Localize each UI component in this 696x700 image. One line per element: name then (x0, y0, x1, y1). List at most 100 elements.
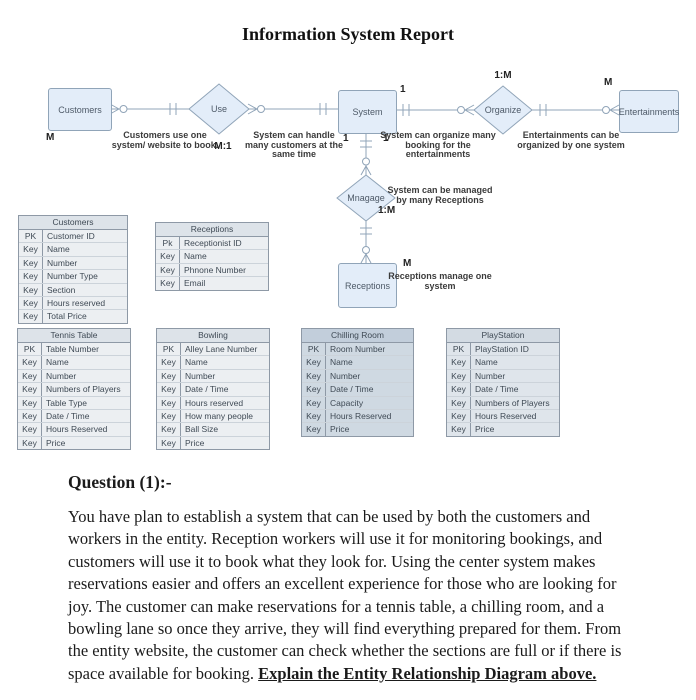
key-type-cell: Key (302, 356, 326, 369)
key-type-cell: Key (18, 409, 42, 423)
note-receptions: Receptions manage one system (388, 271, 492, 291)
attribute-name-cell: Table Number (46, 344, 99, 354)
note-system: System can handle many customers at the … (244, 130, 344, 160)
attribute-name-cell: Name (330, 357, 353, 368)
cardinality-system-one-left: 1 (343, 133, 349, 144)
attribute-name-cell: Name (184, 251, 207, 262)
key-type-cell: Key (302, 409, 326, 423)
key-type-cell: PK (302, 343, 326, 356)
attribute-name-cell: Hours reserved (185, 397, 244, 408)
note-entertainments: Entertainments can be organized by one s… (517, 130, 625, 150)
entity-entertainments: Entertainments (619, 90, 679, 133)
key-type-cell: Key (156, 263, 180, 277)
question-body: You have plan to establish a system that… (68, 506, 635, 685)
cardinality-customers-m: M (46, 132, 55, 143)
cardinality-organize-ratio: 1:M (494, 70, 512, 81)
key-type-cell: Key (157, 423, 181, 436)
key-type-cell: Key (156, 250, 180, 263)
cardinality-manage-ratio: 1:M (378, 205, 396, 216)
attribute-name-cell: Email (184, 278, 206, 289)
key-type-cell: Key (157, 436, 181, 450)
table-row: PK Room Number (302, 343, 413, 357)
key-type-cell: Key (302, 423, 326, 436)
table-title: Receptions (156, 223, 268, 237)
attribute-name-cell: Total Price (47, 311, 87, 322)
table-row: Key Name (19, 243, 127, 257)
relationship-label-manage: Mnagage (347, 193, 385, 203)
attribute-name-cell: Name (47, 244, 70, 255)
key-type-cell: Key (18, 423, 42, 436)
attribute-name-cell: Phnone Number (184, 264, 246, 275)
key-type-cell: Key (447, 356, 471, 369)
key-type-cell: Key (157, 369, 181, 383)
entity-receptions: Receptions (338, 263, 397, 308)
entity-label: Customers (58, 104, 102, 115)
table-title: PlayStation (447, 329, 559, 343)
table-row: Key Date / Time (157, 383, 269, 397)
attribute-name-cell: Date / Time (185, 384, 229, 395)
key-type-cell: Key (447, 423, 471, 436)
key-type-cell: Key (18, 396, 42, 409)
key-type-cell: Key (447, 369, 471, 383)
key-type-cell: Key (18, 369, 42, 383)
attribute-name-cell: Number Type (47, 271, 98, 282)
key-type-cell: Key (156, 277, 180, 290)
attribute-name-cell: Name (46, 357, 69, 368)
cardinality-entertainments-m: M (604, 77, 613, 88)
attribute-name-cell: Number (47, 257, 78, 268)
attribute-name-cell: Numbers of Players (475, 397, 550, 408)
key-type-cell: Key (447, 409, 471, 423)
key-type-cell: PK (19, 230, 43, 243)
attribute-name-cell: Customer ID (47, 231, 95, 241)
table-row: Key Price (447, 423, 559, 436)
key-type-cell: Key (19, 270, 43, 283)
key-type-cell: Key (19, 243, 43, 256)
key-type-cell: Key (157, 383, 181, 396)
table-title: Customers (19, 216, 127, 230)
crow-foot-receptions (360, 253, 372, 264)
question-heading: Question (1):- (68, 472, 172, 492)
note-organize: System can organize many booking for the… (380, 130, 496, 160)
table-row: Key Numbers of Players (447, 396, 559, 410)
relationship-label-organize: Organize (484, 105, 522, 115)
entity-label: System (352, 107, 383, 117)
table-row: Key Numbers of Players (18, 383, 130, 397)
crow-foot-entertainments (609, 104, 620, 116)
table-row: Key Email (156, 277, 268, 290)
entity-system: System (338, 90, 397, 134)
crow-foot-organize (464, 104, 475, 116)
table-title: Tennis Table (18, 329, 130, 343)
attribute-name-cell: Numbers of Players (46, 384, 121, 395)
key-type-cell: PK (157, 343, 181, 356)
key-type-cell: Key (18, 383, 42, 396)
attribute-name-cell: Table Type (46, 397, 87, 408)
attribute-name-cell: How many people (185, 410, 254, 421)
note-use: Customers use one system/ website to boo… (111, 130, 219, 150)
attribute-name-cell: Price (475, 424, 495, 435)
question-text: You have plan to establish a system that… (68, 507, 622, 683)
key-type-cell: PK (447, 343, 471, 356)
attribute-name-cell: Room Number (330, 344, 386, 354)
key-type-cell: Key (447, 396, 471, 409)
attribute-name-cell: Price (185, 437, 205, 448)
key-type-cell: Key (19, 283, 43, 296)
